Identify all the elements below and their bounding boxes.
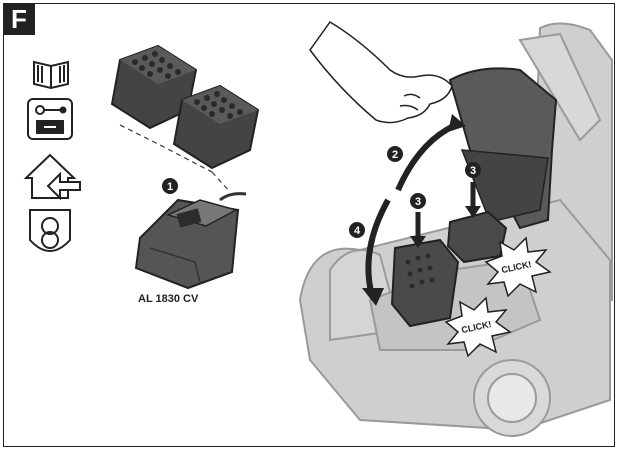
svg-text:1: 1	[167, 181, 173, 193]
insert-arrow-front	[410, 212, 426, 248]
step-4-marker: 4	[349, 222, 365, 238]
lift-cover-arrow	[395, 114, 466, 192]
click-burst-front	[444, 296, 512, 358]
step-1-marker: 1	[162, 178, 178, 194]
svg-text:3: 3	[415, 196, 421, 208]
svg-text:2: 2	[392, 149, 398, 161]
hand	[309, 21, 453, 124]
manual-book-icon	[33, 60, 69, 90]
close-cover-arrow	[362, 198, 391, 306]
safety-transformer-icon	[29, 209, 71, 252]
svg-text:3: 3	[470, 165, 476, 177]
battery-inserted-rear	[446, 210, 508, 264]
svg-text:4: 4	[354, 225, 361, 237]
connection-dashes	[119, 124, 231, 193]
click-burst-rear	[484, 236, 552, 298]
battery-top	[110, 44, 198, 130]
indoor-house-icon	[23, 153, 81, 201]
battery-inserted-front	[390, 238, 460, 328]
figure-letter-badge: F	[3, 3, 35, 35]
charger-model-label: AL 1830 CV	[138, 293, 199, 305]
step-3-marker-front: 3	[410, 193, 426, 209]
step-3-marker-rear: 3	[465, 162, 481, 178]
step-2-marker: 2	[387, 146, 403, 162]
battery-bottom	[172, 84, 260, 170]
insert-arrow-rear	[465, 182, 481, 218]
charger	[134, 192, 247, 290]
battery-key-removal-icon	[27, 98, 73, 140]
